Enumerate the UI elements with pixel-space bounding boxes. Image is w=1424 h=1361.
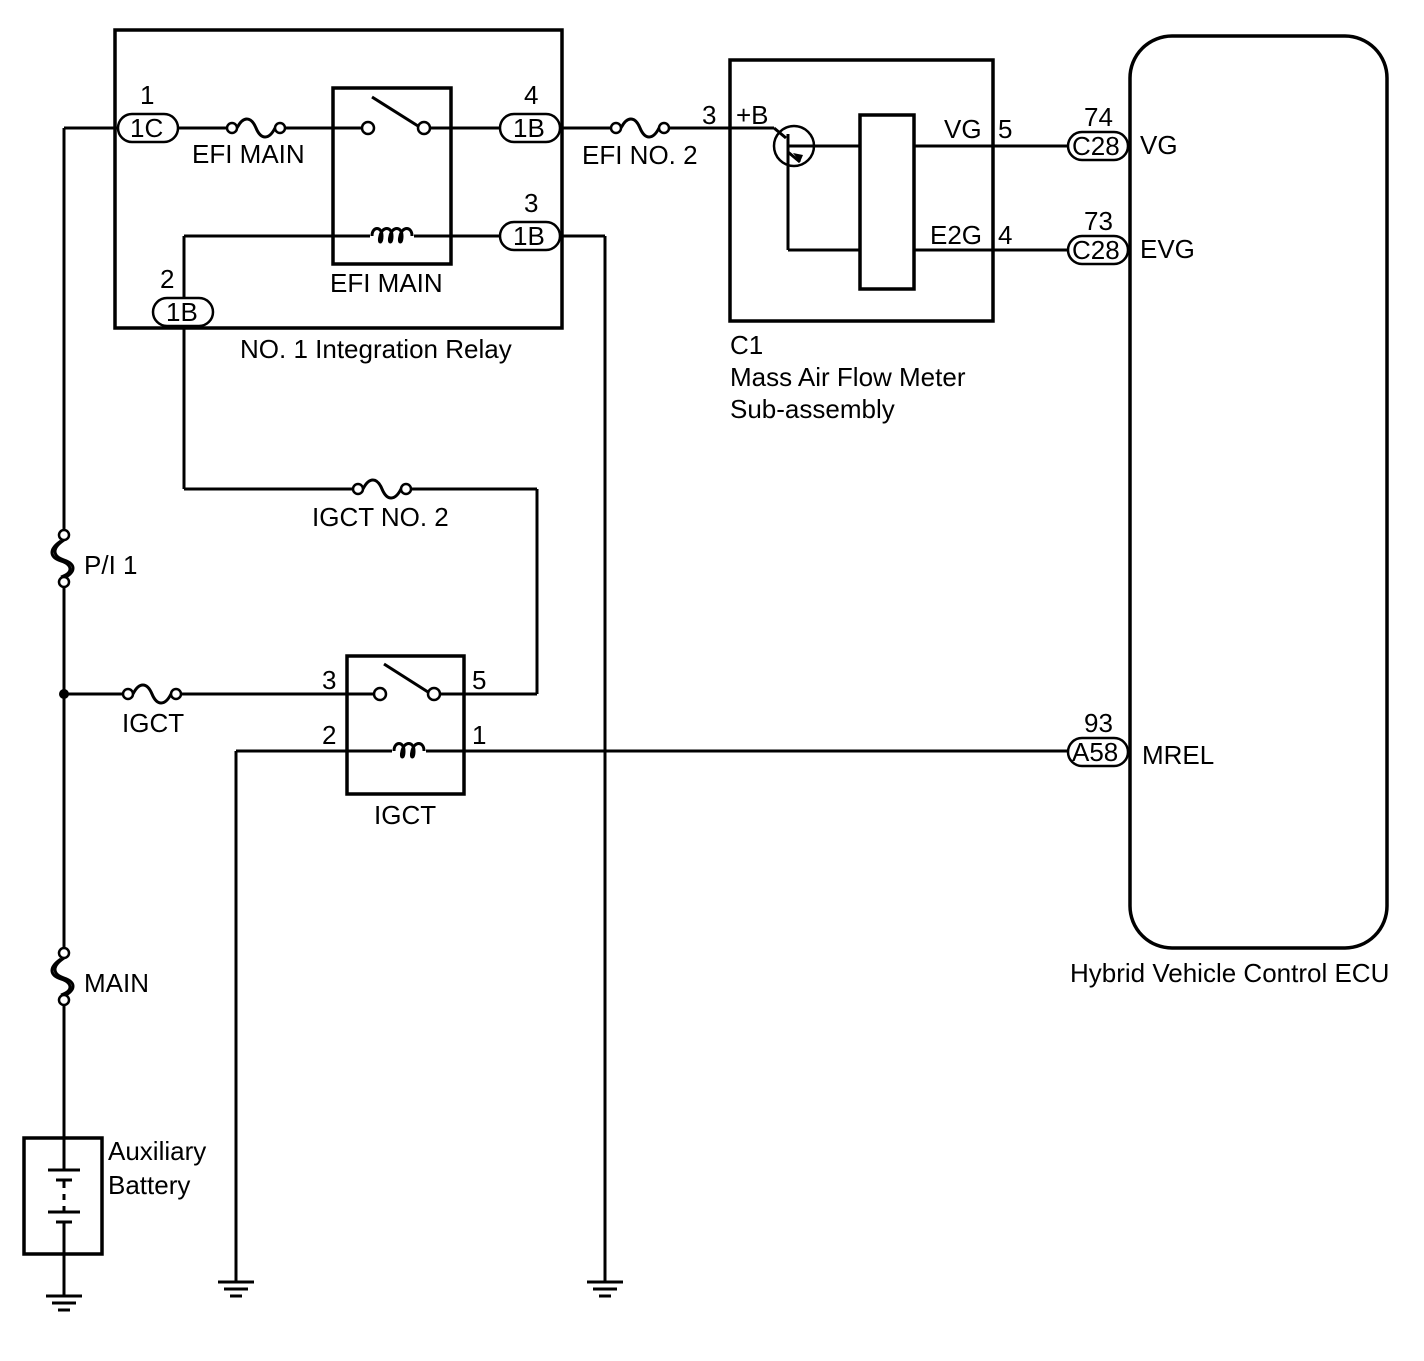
igct-relay-box	[345, 654, 466, 796]
efi-main-relay-box	[331, 86, 453, 266]
relay1-pin3-number: 3	[524, 188, 538, 218]
ground-icon-battery	[46, 1294, 82, 1312]
ecu-vg-connector	[1066, 130, 1130, 162]
igct-relay-pin5-number: 5	[472, 665, 486, 695]
battery-label-line2: Battery	[108, 1170, 190, 1200]
igct-switch-icon	[372, 662, 442, 702]
maf-pin-vg-number: 5	[998, 114, 1012, 144]
integration-relay-no1: 1 1C EFI MAIN 4 1B EFI MAIN 3	[113, 28, 564, 364]
igct-relay-pin2-number: 2	[322, 720, 336, 750]
efi-main-coil-icon	[370, 227, 414, 244]
relay1-ground-wiring	[560, 234, 623, 1298]
efi-main-relay-label: EFI MAIN	[330, 268, 443, 298]
maf-name-line1: Mass Air Flow Meter	[730, 362, 966, 392]
igct-relay-pin3-number: 3	[322, 665, 336, 695]
maf-pin-b-label: +B	[736, 100, 769, 130]
relay1-pin4-number: 4	[524, 80, 538, 110]
ecu-vg-terminal-label: VG	[1140, 130, 1178, 160]
efi-no2-fuse-label: EFI NO. 2	[582, 140, 698, 170]
battery-icon	[48, 1138, 80, 1254]
efi-main-switch-icon	[360, 95, 432, 136]
efi-no2-wiring: EFI NO. 2	[560, 117, 730, 170]
efi-main-fuse-icon	[225, 117, 287, 139]
ecu-evg-connector-label: C28	[1072, 235, 1120, 265]
hybrid-vehicle-control-ecu: 74 C28 VG 73 C28 EVG 93 A58 MREL Hybrid …	[1066, 34, 1389, 988]
ecu-evg-connector	[1066, 234, 1130, 266]
relay1-connector-1b-pin3-label: 1B	[513, 221, 545, 251]
main-fuse-label: MAIN	[84, 968, 149, 998]
maf-pin-e2g-label: E2G	[930, 220, 982, 250]
igct-relay: IGCT 3 5 2 1 IGCT	[64, 654, 1070, 1298]
ecu-vg-connector-label: C28	[1072, 131, 1120, 161]
igct-no2-wiring: IGCT NO. 2	[182, 326, 539, 696]
relay1-pin1-number: 1	[140, 80, 154, 110]
ecu-evg-terminal-label: EVG	[1140, 234, 1195, 264]
igct-fuse-label: IGCT	[122, 708, 184, 738]
relay1-pin2-number: 2	[160, 264, 174, 294]
maf-sensor-element	[858, 113, 916, 291]
igct-no2-fuse-label: IGCT NO. 2	[312, 502, 449, 532]
mass-air-flow-meter: 3 +B VG 5 E2G 4 C1 Mass Air Flow Meter S…	[702, 58, 1070, 424]
ecu-mrel-pin-number: 93	[1084, 708, 1113, 738]
integration-relay-box	[113, 28, 564, 330]
relay1-connector-1c-label: 1C	[130, 113, 163, 143]
igct-fuse-icon	[121, 683, 183, 705]
main-bus-wiring: P/I 1 MAIN	[50, 126, 149, 1138]
ecu-mrel-connector	[1066, 736, 1130, 768]
integration-relay-name: NO. 1 Integration Relay	[240, 334, 512, 364]
auxiliary-battery: Auxiliary Battery	[22, 1136, 206, 1312]
igct-relay-name: IGCT	[374, 800, 436, 830]
igct-coil-icon	[392, 742, 426, 759]
pi1-fusible-link-icon	[50, 528, 75, 589]
ground-icon-igct	[218, 1280, 254, 1298]
relay1-connector-1b-pin2-label: 1B	[166, 297, 198, 327]
maf-pin-e2g-number: 4	[998, 220, 1012, 250]
maf-pin-b-number: 3	[702, 100, 716, 130]
igct-no2-fuse-icon	[351, 478, 413, 500]
maf-box	[728, 58, 995, 323]
efi-no2-fuse-icon	[609, 117, 671, 139]
ecu-evg-pin-number: 73	[1084, 206, 1113, 236]
transistor-icon	[772, 124, 860, 252]
ecu-name: Hybrid Vehicle Control ECU	[1070, 958, 1389, 988]
pi1-fuse-label: P/I 1	[84, 550, 137, 580]
ground-icon-relay1	[587, 1280, 623, 1298]
ecu-mrel-terminal-label: MREL	[1142, 740, 1214, 770]
maf-connector-label: C1	[730, 330, 763, 360]
igct-relay-pin1-number: 1	[472, 720, 486, 750]
maf-name-line2: Sub-assembly	[730, 394, 895, 424]
ecu-vg-pin-number: 74	[1084, 102, 1113, 132]
battery-label-line1: Auxiliary	[108, 1136, 206, 1166]
efi-main-fuse-label: EFI MAIN	[192, 139, 305, 169]
ecu-box	[1128, 34, 1389, 950]
main-fusible-link-icon	[50, 946, 75, 1007]
ecu-mrel-connector-label: A58	[1072, 737, 1118, 767]
relay1-connector-1b-pin4-label: 1B	[513, 113, 545, 143]
maf-pin-vg-label: VG	[944, 114, 982, 144]
